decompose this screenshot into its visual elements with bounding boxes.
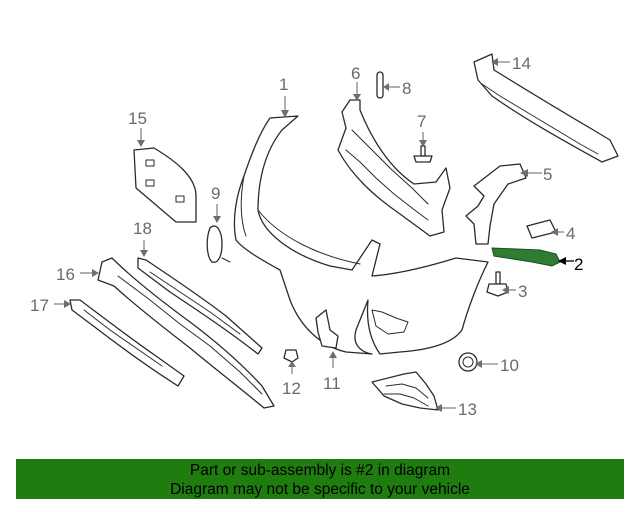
svg-text:1: 1 [279, 75, 288, 94]
part-1-bumper-cover[interactable] [233, 115, 489, 355]
svg-text:15: 15 [128, 109, 147, 128]
callout-7: 7 [417, 112, 427, 147]
svg-text:9: 9 [211, 184, 220, 203]
svg-text:5: 5 [543, 165, 552, 184]
svg-text:7: 7 [417, 112, 426, 131]
callout-1: 1 [279, 75, 289, 118]
part-17-lower-trim[interactable] [69, 299, 185, 387]
banner-line-1: Part or sub-assembly is #2 in diagram [189, 462, 451, 479]
part-18-trim-strip[interactable] [137, 257, 263, 355]
callout-16: 16 [56, 265, 99, 284]
callout-18: 18 [133, 219, 152, 257]
svg-text:3: 3 [518, 282, 527, 301]
callout-5: 5 [520, 165, 552, 184]
svg-text:10: 10 [500, 356, 519, 375]
callout-2: 2 [558, 255, 583, 274]
callout-13: 13 [435, 400, 477, 419]
callout-8: 8 [383, 79, 411, 98]
callout-15: 15 [128, 109, 147, 147]
part-5-side-bracket[interactable] [465, 163, 527, 245]
svg-text:8: 8 [402, 79, 411, 98]
parts-diagram: 1 2 3 4 5 6 7 8 9 10 [30, 53, 619, 419]
part-12-clip[interactable] [283, 349, 299, 363]
part-3-bolt[interactable] [486, 271, 509, 297]
svg-text:2: 2 [574, 255, 583, 274]
svg-text:17: 17 [30, 296, 49, 315]
svg-text:12: 12 [282, 379, 301, 398]
svg-text:6: 6 [351, 64, 360, 83]
callout-3: 3 [502, 282, 527, 301]
svg-text:13: 13 [458, 400, 477, 419]
svg-text:14: 14 [512, 54, 531, 73]
part-7-push-clip[interactable] [413, 145, 433, 163]
callout-9: 9 [211, 184, 221, 223]
banner-line-2: Diagram may not be specific to your vehi… [170, 481, 470, 498]
callout-4: 4 [551, 224, 575, 243]
part-13-grille-insert[interactable] [371, 371, 439, 411]
part-16-lower-cover[interactable] [97, 257, 275, 409]
part-15-license-bracket[interactable] [133, 147, 197, 223]
callout-6: 6 [351, 64, 361, 101]
svg-text:11: 11 [323, 374, 341, 393]
svg-text:16: 16 [56, 265, 75, 284]
part-2-trim-strip[interactable] [491, 247, 561, 267]
callout-12: 12 [282, 361, 301, 398]
info-banner: Part or sub-assembly is #2 in diagram Di… [16, 459, 624, 499]
part-8-pin[interactable] [376, 71, 384, 99]
callout-14: 14 [491, 54, 531, 73]
callout-11: 11 [323, 351, 341, 393]
part-6-upper-support[interactable] [337, 99, 451, 237]
svg-text:4: 4 [566, 224, 575, 243]
callout-10: 10 [475, 356, 519, 375]
part-4-clip[interactable] [526, 219, 557, 239]
part-10-fog-lamp[interactable] [458, 352, 478, 372]
part-9-side-reflector[interactable] [206, 225, 231, 263]
part-14-energy-absorber[interactable] [473, 53, 619, 163]
part-11-bracket[interactable] [315, 309, 339, 349]
svg-text:18: 18 [133, 219, 152, 238]
callout-17: 17 [30, 296, 71, 315]
